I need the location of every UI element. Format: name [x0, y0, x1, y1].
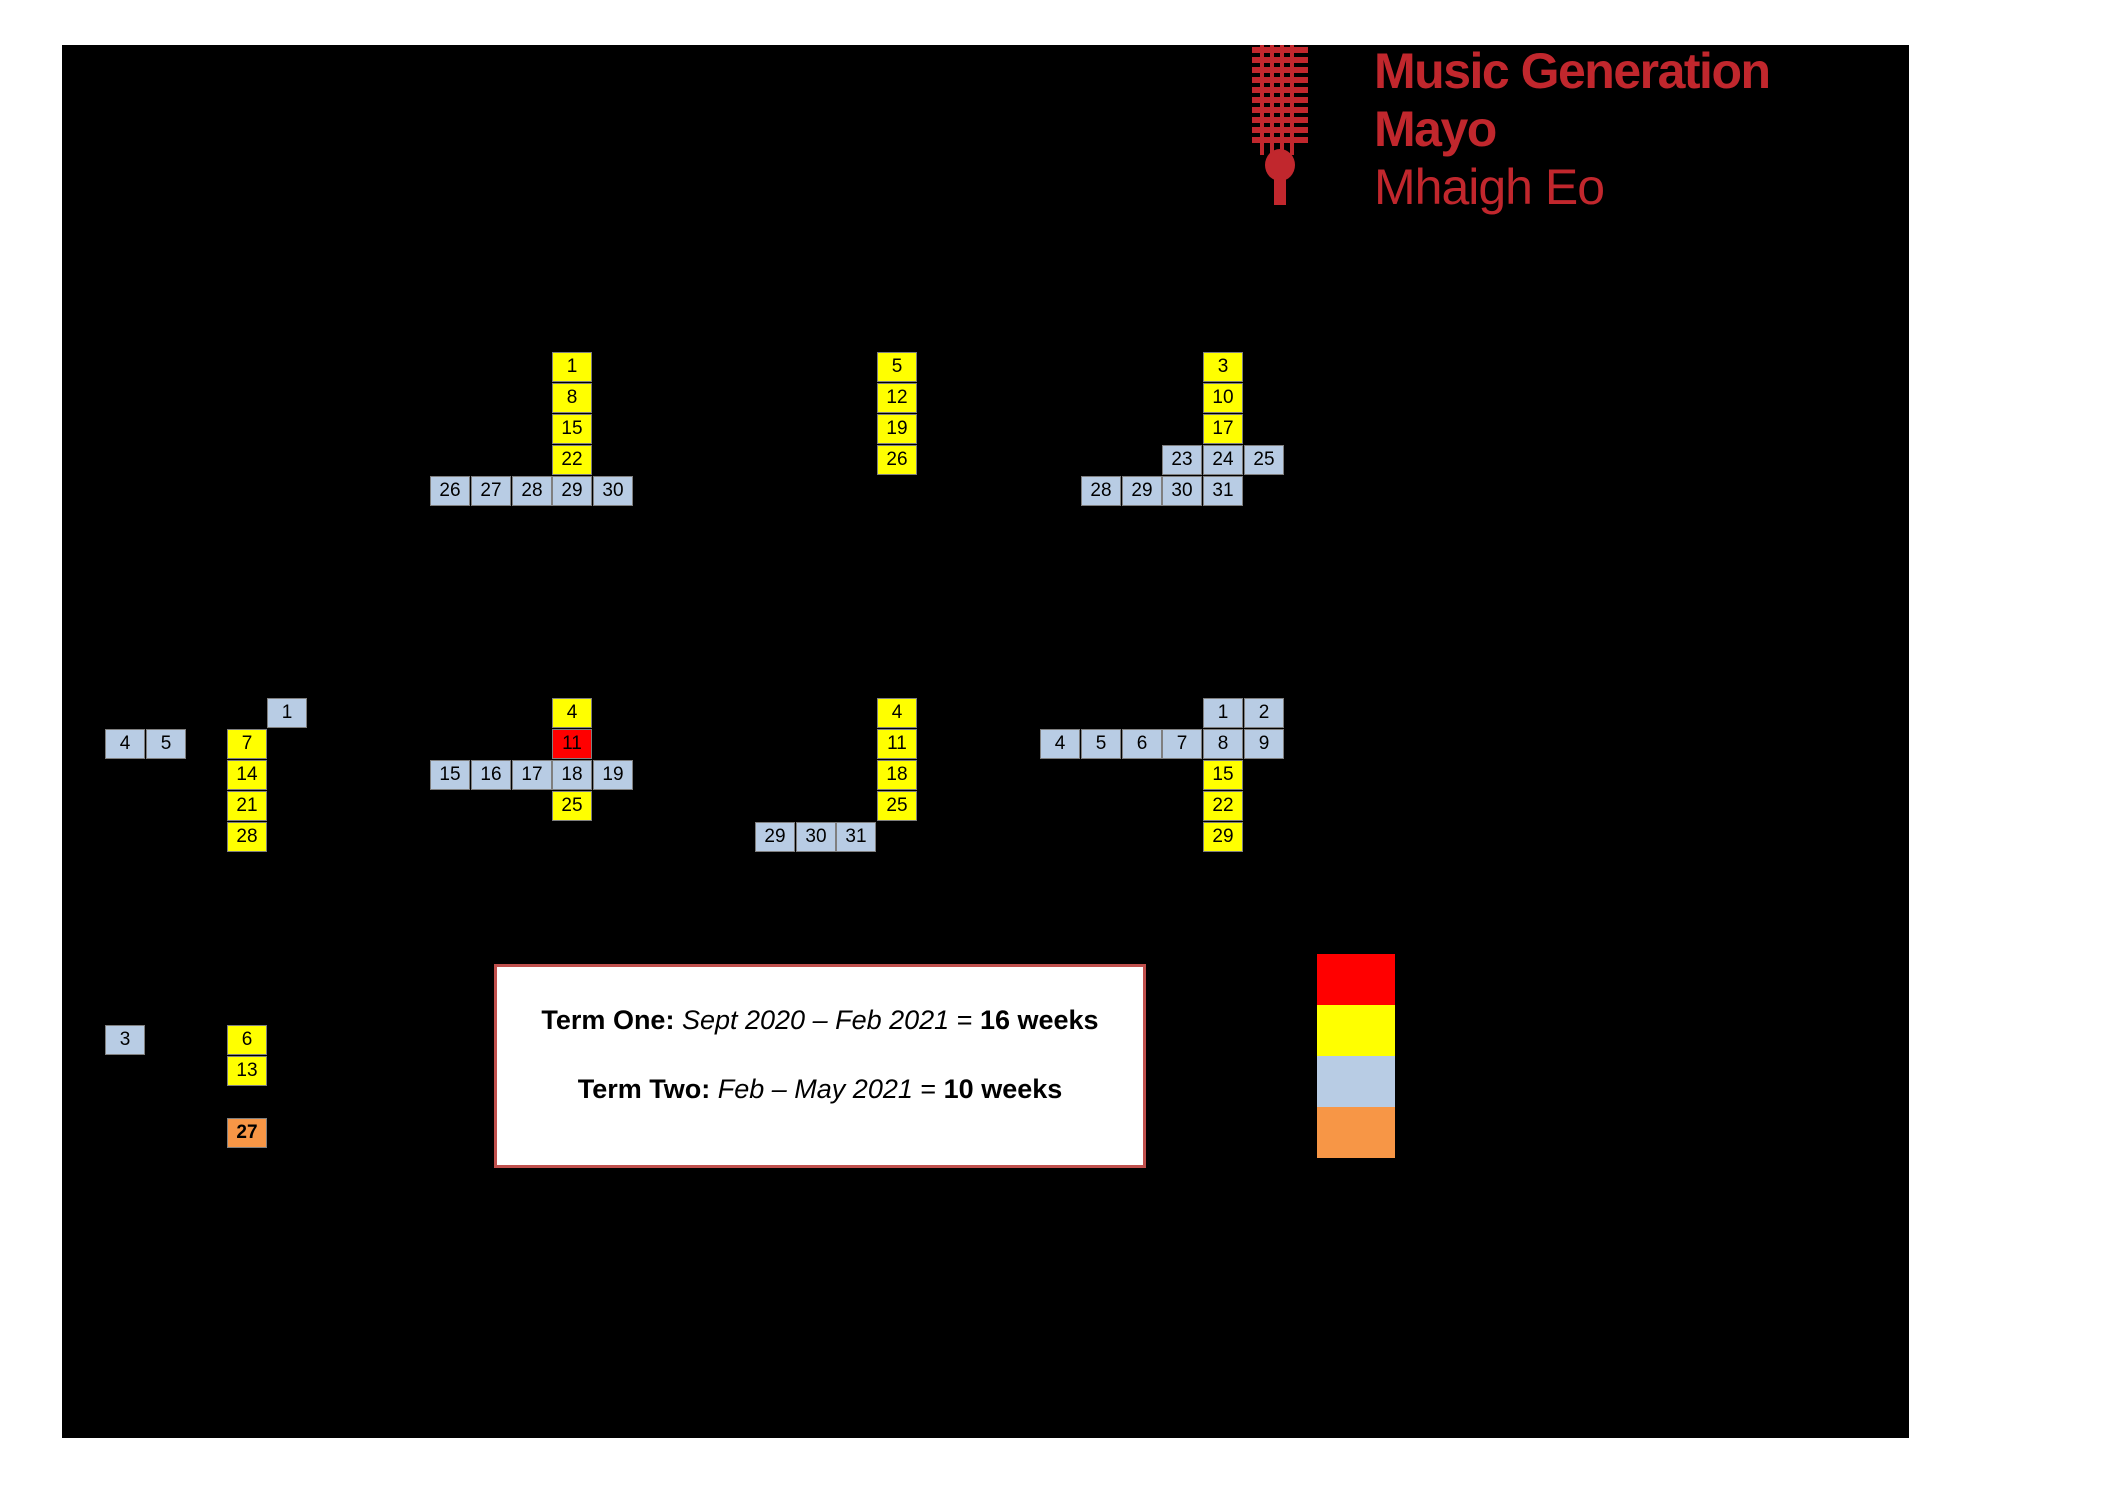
calendar-day-cell: 4	[1040, 729, 1080, 759]
term-one-line: Term One: Sept 2020 – Feb 2021 = 16 week…	[497, 1005, 1143, 1036]
calendar-day-cell: 7	[227, 729, 267, 759]
term-two-eq: =	[912, 1074, 944, 1104]
calendar-day-cell: 1	[552, 352, 592, 382]
calendar-day-cell: 6	[227, 1025, 267, 1055]
brand-line-2: Mayo	[1374, 101, 1497, 157]
calendar-day-cell: 8	[1203, 729, 1243, 759]
term-one-duration: 16 weeks	[979, 1005, 1099, 1035]
calendar-day-cell: 3	[105, 1025, 145, 1055]
term-two-duration: 10 weeks	[943, 1074, 1063, 1104]
calendar-day-cell: 13	[227, 1056, 267, 1086]
calendar-day-cell: 11	[877, 729, 917, 759]
calendar-day-cell: 31	[1203, 476, 1243, 506]
calendar-day-cell: 30	[796, 822, 836, 852]
calendar-day-cell: 6	[1122, 729, 1162, 759]
calendar-day-cell: 22	[552, 445, 592, 475]
calendar-day-cell: 4	[552, 698, 592, 728]
term-two-line: Term Two: Feb – May 2021 = 10 weeks	[497, 1074, 1143, 1105]
calendar-day-cell: 14	[227, 760, 267, 790]
calendar-day-cell: 31	[836, 822, 876, 852]
calendar-day-cell: 22	[1203, 791, 1243, 821]
calendar-day-cell: 5	[877, 352, 917, 382]
calendar-day-cell: 12	[877, 383, 917, 413]
brand-line-1: Music Generation	[1374, 43, 1771, 99]
calendar-day-cell: 28	[512, 476, 552, 506]
term-one-period: Sept 2020 – Feb 2021	[681, 1005, 950, 1035]
calendar-day-cell: 27	[227, 1118, 267, 1148]
term-two-label: Term Two:	[577, 1074, 711, 1104]
calendar-day-cell: 18	[552, 760, 592, 790]
calendar-day-cell: 27	[471, 476, 511, 506]
microphone-logo-icon	[1252, 45, 1308, 205]
legend-swatch-red	[1317, 954, 1395, 1005]
calendar-day-cell: 5	[146, 729, 186, 759]
term-two-period: Feb – May 2021	[717, 1074, 913, 1104]
calendar-day-cell: 5	[1081, 729, 1121, 759]
calendar-sheet	[62, 45, 1909, 1438]
calendar-day-cell: 28	[1081, 476, 1121, 506]
calendar-day-cell: 7	[1162, 729, 1202, 759]
calendar-day-cell: 25	[552, 791, 592, 821]
calendar-day-cell: 29	[1203, 822, 1243, 852]
calendar-day-cell: 17	[1203, 414, 1243, 444]
calendar-day-cell: 1	[267, 698, 307, 728]
term-one-eq: =	[949, 1005, 980, 1035]
calendar-day-cell: 26	[430, 476, 470, 506]
calendar-day-cell: 25	[1244, 445, 1284, 475]
calendar-day-cell: 16	[471, 760, 511, 790]
term-one-label: Term One:	[541, 1005, 675, 1035]
calendar-day-cell: 2	[1244, 698, 1284, 728]
calendar-day-cell: 9	[1244, 729, 1284, 759]
calendar-day-cell: 21	[227, 791, 267, 821]
calendar-day-cell: 8	[552, 383, 592, 413]
calendar-day-cell: 15	[430, 760, 470, 790]
calendar-day-cell: 4	[877, 698, 917, 728]
calendar-day-cell: 24	[1203, 445, 1243, 475]
calendar-day-cell: 26	[877, 445, 917, 475]
calendar-day-cell: 15	[1203, 760, 1243, 790]
calendar-day-cell: 1	[1203, 698, 1243, 728]
calendar-day-cell: 30	[593, 476, 633, 506]
calendar-day-cell: 23	[1162, 445, 1202, 475]
legend-swatch-orange	[1317, 1107, 1395, 1158]
legend-swatch-blue	[1317, 1056, 1395, 1107]
calendar-day-cell: 4	[105, 729, 145, 759]
brand-logo: Music Generation Mayo Mhaigh Eo	[1374, 42, 1771, 216]
legend-swatch-yellow	[1317, 1005, 1395, 1056]
calendar-day-cell: 19	[877, 414, 917, 444]
calendar-day-cell: 17	[512, 760, 552, 790]
calendar-day-cell: 18	[877, 760, 917, 790]
calendar-day-cell: 29	[552, 476, 592, 506]
calendar-day-cell: 29	[1122, 476, 1162, 506]
brand-line-3: Mhaigh Eo	[1374, 159, 1605, 215]
calendar-day-cell: 29	[755, 822, 795, 852]
calendar-day-cell: 25	[877, 791, 917, 821]
calendar-day-cell: 10	[1203, 383, 1243, 413]
calendar-day-cell: 19	[593, 760, 633, 790]
calendar-day-cell: 3	[1203, 352, 1243, 382]
calendar-day-cell: 15	[552, 414, 592, 444]
calendar-day-cell: 28	[227, 822, 267, 852]
calendar-day-cell: 30	[1162, 476, 1202, 506]
term-info-box: Term One: Sept 2020 – Feb 2021 = 16 week…	[494, 964, 1146, 1168]
calendar-day-cell: 11	[552, 729, 592, 759]
